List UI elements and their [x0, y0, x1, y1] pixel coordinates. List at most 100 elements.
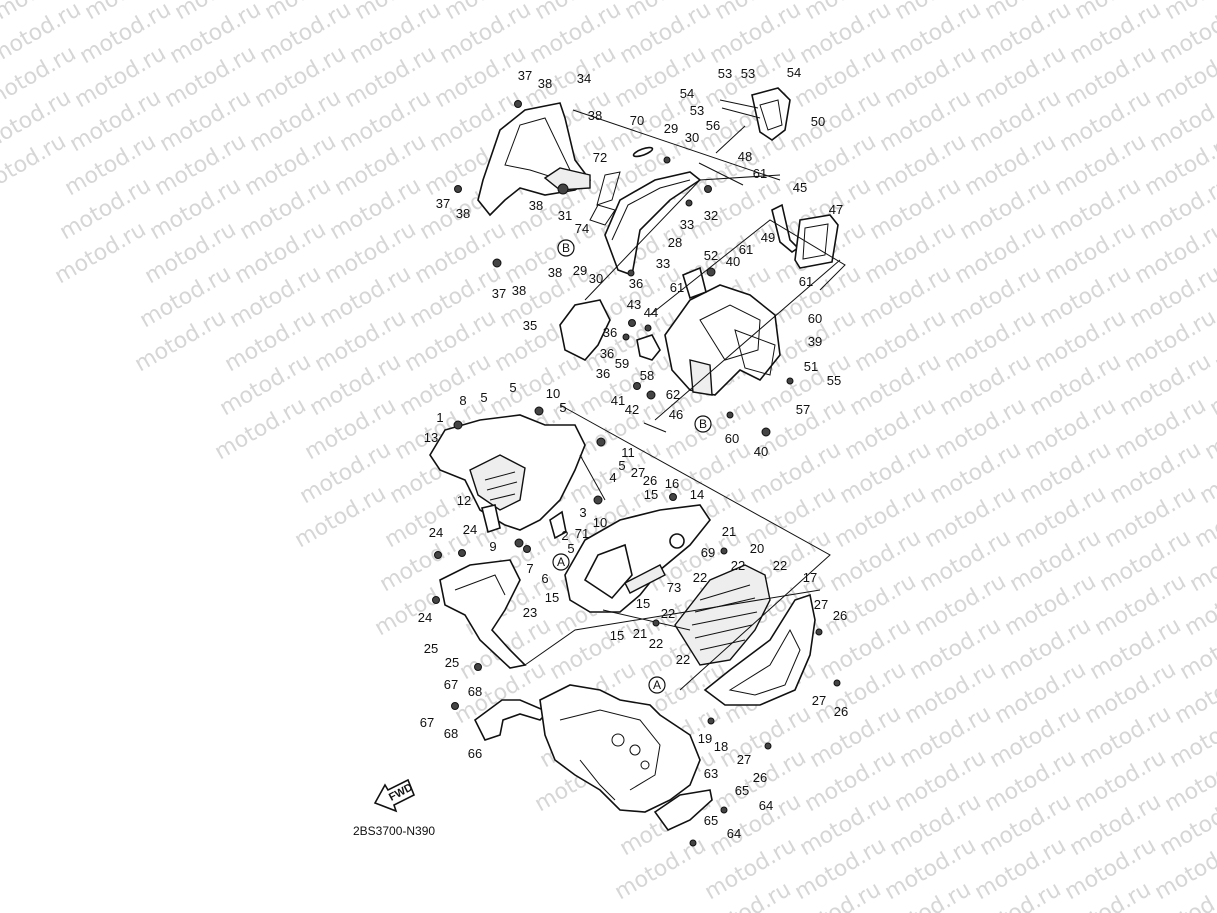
- callout-10[interactable]: 10: [546, 386, 560, 401]
- callout-40[interactable]: 40: [726, 254, 740, 269]
- callout-67[interactable]: 67: [444, 677, 458, 692]
- callout-38[interactable]: 38: [512, 283, 526, 298]
- callout-72[interactable]: 72: [593, 150, 607, 165]
- callout-1[interactable]: 1: [436, 410, 443, 425]
- part-17-front-lower-cowl[interactable]: [703, 593, 816, 706]
- callout-66[interactable]: 66: [468, 746, 482, 761]
- callout-33[interactable]: 33: [656, 256, 670, 271]
- callout-46[interactable]: 46: [669, 407, 683, 422]
- part-39-inner-body[interactable]: [664, 284, 781, 396]
- part-28-inner-panel[interactable]: [604, 171, 702, 277]
- callout-15[interactable]: 15: [545, 590, 559, 605]
- callout-29[interactable]: 29: [573, 263, 587, 278]
- callout-17[interactable]: 17: [803, 570, 817, 585]
- callout-61[interactable]: 61: [799, 274, 813, 289]
- callout-61[interactable]: 61: [670, 280, 684, 295]
- callout-5[interactable]: 5: [509, 380, 516, 395]
- callout-34[interactable]: 34: [577, 71, 591, 86]
- callout-42[interactable]: 42: [625, 402, 639, 417]
- callout-39[interactable]: 39: [808, 334, 822, 349]
- callout-43[interactable]: 43: [627, 297, 641, 312]
- part-14-center-cowl[interactable]: [564, 504, 711, 613]
- callout-67[interactable]: 67: [420, 715, 434, 730]
- callout-56[interactable]: 56: [706, 118, 720, 133]
- part-72-seal[interactable]: [589, 171, 621, 226]
- callout-13[interactable]: 13: [424, 430, 438, 445]
- callout-61[interactable]: 61: [753, 166, 767, 181]
- callout-26[interactable]: 26: [643, 473, 657, 488]
- callout-40[interactable]: 40: [754, 444, 768, 459]
- callout-48[interactable]: 48: [738, 149, 752, 164]
- part-66-mount-bar[interactable]: [473, 699, 550, 741]
- callout-38[interactable]: 38: [529, 198, 543, 213]
- callout-37[interactable]: 37: [518, 68, 532, 83]
- callout-70[interactable]: 70: [630, 113, 644, 128]
- callout-60[interactable]: 60: [725, 431, 739, 446]
- callout-47[interactable]: 47: [829, 202, 843, 217]
- callout-33[interactable]: 33: [680, 217, 694, 232]
- callout-63[interactable]: 63: [704, 766, 718, 781]
- callout-53[interactable]: 53: [690, 103, 704, 118]
- callout-54[interactable]: 54: [680, 86, 694, 101]
- callout-55[interactable]: 55: [827, 373, 841, 388]
- callout-54[interactable]: 54: [787, 65, 801, 80]
- callout-27[interactable]: 27: [631, 465, 645, 480]
- callout-12[interactable]: 12: [457, 493, 471, 508]
- callout-38[interactable]: 38: [548, 265, 562, 280]
- callout-32[interactable]: 32: [704, 208, 718, 223]
- callout-53[interactable]: 53: [718, 66, 732, 81]
- callout-37[interactable]: 37: [492, 286, 506, 301]
- callout-15[interactable]: 15: [610, 628, 624, 643]
- callout-22[interactable]: 22: [649, 636, 663, 651]
- callout-5[interactable]: 5: [559, 400, 566, 415]
- callout-27[interactable]: 27: [737, 752, 751, 767]
- callout-37[interactable]: 37: [436, 196, 450, 211]
- callout-5[interactable]: 5: [480, 390, 487, 405]
- callout-45[interactable]: 45: [793, 180, 807, 195]
- callout-22[interactable]: 22: [731, 558, 745, 573]
- callout-6[interactable]: 6: [541, 571, 548, 586]
- callout-44[interactable]: 44: [644, 305, 658, 320]
- part-47-cover[interactable]: [794, 214, 839, 269]
- callout-7[interactable]: 7: [526, 561, 533, 576]
- callout-18[interactable]: 18: [714, 739, 728, 754]
- callout-35[interactable]: 35: [523, 318, 537, 333]
- part-73-emblem[interactable]: [624, 564, 666, 594]
- callout-64[interactable]: 64: [727, 826, 741, 841]
- callout-8[interactable]: 8: [459, 393, 466, 408]
- callout-60[interactable]: 60: [808, 311, 822, 326]
- callout-22[interactable]: 22: [693, 570, 707, 585]
- callout-5[interactable]: 5: [618, 458, 625, 473]
- callout-36[interactable]: 36: [629, 276, 643, 291]
- callout-68[interactable]: 68: [444, 726, 458, 741]
- callout-53[interactable]: 53: [741, 66, 755, 81]
- callout-36[interactable]: 36: [603, 325, 617, 340]
- part-58-bracket[interactable]: [636, 334, 661, 361]
- callout-36[interactable]: 36: [600, 346, 614, 361]
- part-35-side-panel[interactable]: [559, 299, 611, 361]
- callout-29[interactable]: 29: [664, 121, 678, 136]
- callout-62[interactable]: 62: [666, 387, 680, 402]
- callout-15[interactable]: 15: [636, 596, 650, 611]
- part-56-rod[interactable]: [715, 125, 746, 154]
- callout-50[interactable]: 50: [811, 114, 825, 129]
- callout-31[interactable]: 31: [558, 208, 572, 223]
- callout-52[interactable]: 52: [704, 248, 718, 263]
- callout-64[interactable]: 64: [759, 798, 773, 813]
- callout-58[interactable]: 58: [640, 368, 654, 383]
- callout-4[interactable]: 4: [609, 470, 616, 485]
- callout-38[interactable]: 38: [588, 108, 602, 123]
- callout-9[interactable]: 9: [489, 539, 496, 554]
- callout-38[interactable]: 38: [456, 206, 470, 221]
- callout-19[interactable]: 19: [698, 731, 712, 746]
- part-12-label[interactable]: [481, 504, 501, 534]
- callout-24[interactable]: 24: [418, 610, 432, 625]
- callout-25[interactable]: 25: [424, 641, 438, 656]
- callout-65[interactable]: 65: [735, 783, 749, 798]
- callout-51[interactable]: 51: [804, 359, 818, 374]
- callout-16[interactable]: 16: [665, 476, 679, 491]
- part-1-side-cowl-left[interactable]: [429, 414, 586, 531]
- callout-14[interactable]: 14: [690, 487, 704, 502]
- callout-21[interactable]: 21: [633, 626, 647, 641]
- callout-57[interactable]: 57: [796, 402, 810, 417]
